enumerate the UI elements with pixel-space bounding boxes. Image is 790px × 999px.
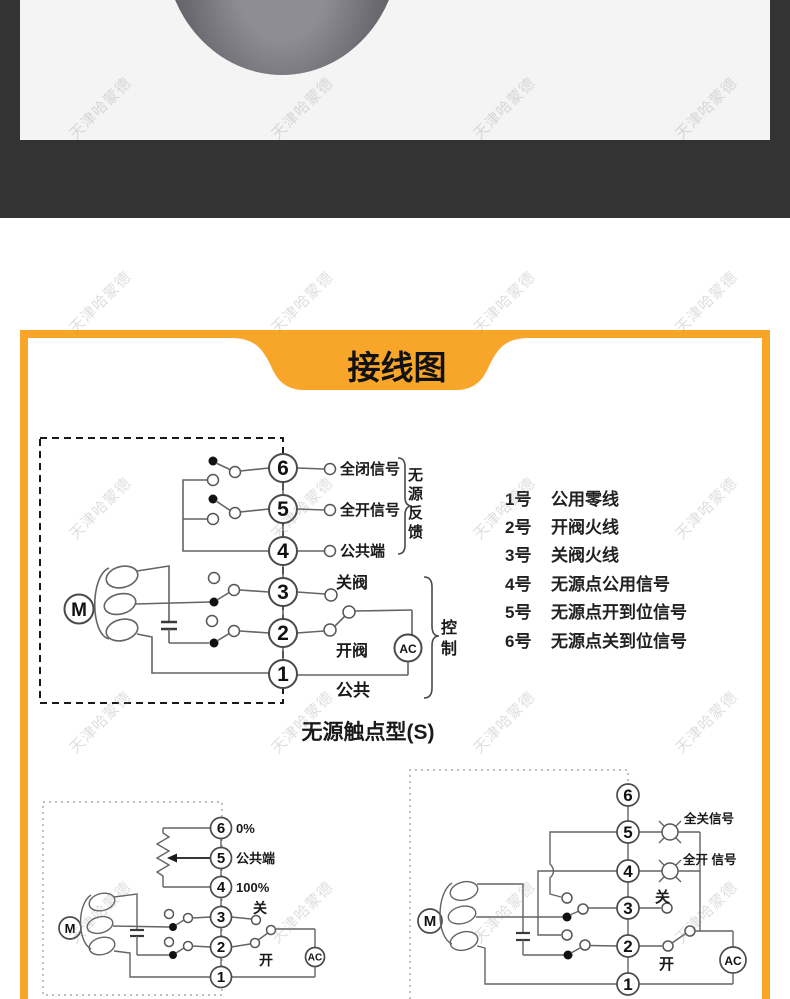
actuator-bottom-disc	[164, 0, 400, 75]
legend-row: 3号关阀火线	[505, 546, 619, 566]
terminal-4: 4	[277, 540, 289, 563]
terminal-3: 3	[277, 581, 289, 604]
wiring-panel: 接线图 M	[20, 330, 770, 999]
motor-label: M	[65, 921, 76, 936]
svg-text:2: 2	[217, 939, 225, 956]
watermark-text: 天津哈蒙德	[66, 268, 136, 338]
wiring-diagram-main: M	[39, 437, 440, 704]
hero-section	[0, 0, 790, 218]
svg-text:4: 4	[623, 862, 633, 881]
legend-row: 1号公用零线	[505, 489, 619, 509]
legend-row: 5号无源点开到位信号	[505, 603, 687, 623]
panel-title: 接线图	[347, 349, 447, 386]
terminal-1: 1	[277, 663, 289, 686]
svg-text:1: 1	[217, 969, 225, 986]
legend-row: 2号开阀火线	[505, 518, 619, 538]
label-open: 开	[259, 952, 273, 968]
label-close: 关	[253, 900, 267, 916]
ac-label: AC	[724, 954, 742, 968]
ac-label: AC	[399, 642, 417, 656]
terminal-5: 5	[277, 498, 289, 521]
label-common-terminal: 公共端	[340, 542, 385, 560]
svg-text:3: 3	[623, 899, 632, 918]
motor-label: M	[71, 600, 87, 621]
svg-text:3: 3	[217, 909, 225, 926]
label-open: 开	[659, 956, 674, 973]
legend-row: 6号无源点关到位信号	[505, 631, 687, 651]
svg-text:6: 6	[217, 820, 225, 837]
terminal-legend: 1号公用零线 2号开阀火线 3号关阀火线 4号无源点公用信号 5号无源点开到位信…	[505, 483, 687, 653]
ac-label: AC	[308, 953, 322, 964]
watermark-text: 天津哈蒙德	[268, 268, 338, 338]
panel-title-tab	[233, 338, 527, 390]
label-open-valve: 开阀	[336, 641, 368, 660]
svg-text:5: 5	[217, 850, 225, 867]
product-photo	[20, 0, 770, 140]
motor-label: M	[424, 913, 437, 930]
wiring-diagram-potentiometer: M	[42, 801, 326, 996]
svg-text:2: 2	[623, 937, 632, 956]
label-close-valve: 关阀	[336, 573, 368, 592]
feedback-group-label: 无源反馈	[407, 467, 423, 541]
watermark-text: 天津哈蒙德	[672, 268, 742, 338]
diagram1-caption: 无源触点型(S)	[301, 721, 435, 744]
label-full-open-signal: 全开 信号	[682, 852, 736, 867]
label-common-terminal: 公共端	[236, 851, 275, 866]
terminal-6: 6	[277, 457, 289, 480]
label-100-percent: 100%	[236, 880, 270, 895]
label-close: 关	[655, 888, 670, 906]
svg-text:5: 5	[623, 823, 632, 842]
terminal-2: 2	[277, 622, 289, 645]
label-full-closed-signal: 全闭信号	[339, 460, 400, 478]
label-full-close-signal: 全关信号	[683, 811, 734, 826]
svg-text:6: 6	[623, 786, 632, 805]
legend-row: 4号无源点公用信号	[505, 574, 670, 594]
svg-text:4: 4	[217, 879, 226, 896]
label-full-open-signal: 全开信号	[339, 501, 400, 519]
watermark-text: 天津哈蒙德	[470, 268, 540, 338]
control-group-label: 控制	[440, 620, 457, 658]
label-common: 公共	[336, 681, 370, 700]
wiring-diagram-lamp: M	[409, 769, 747, 999]
label-0-percent: 0%	[236, 821, 255, 836]
svg-text:1: 1	[623, 975, 632, 994]
